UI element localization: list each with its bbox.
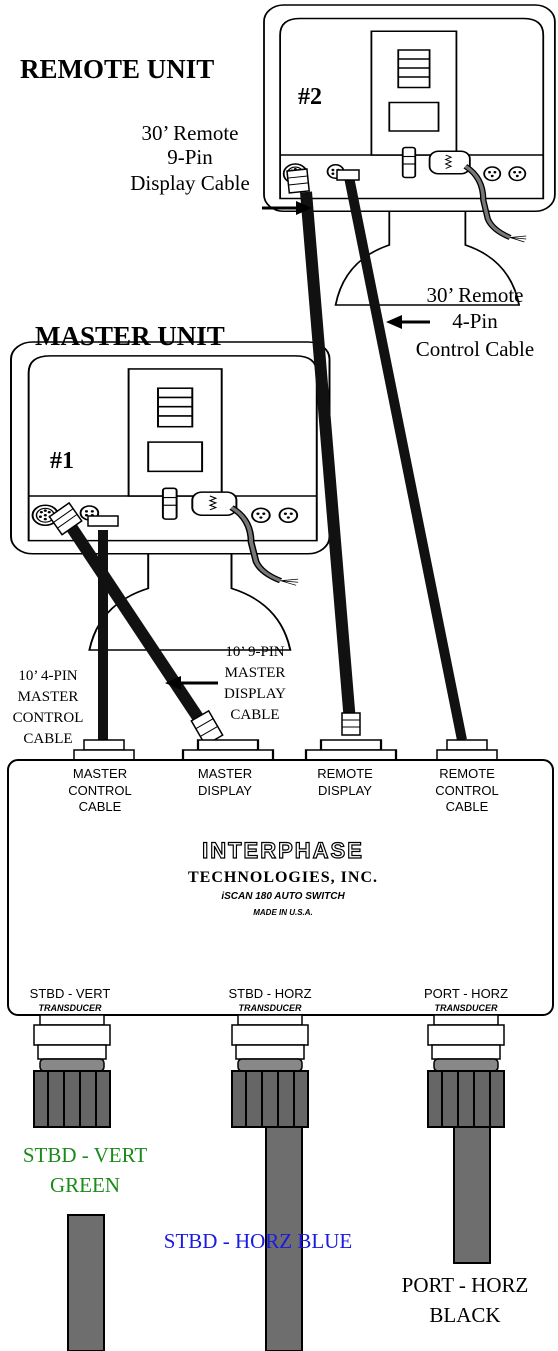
- remote-display-plug: [341, 712, 361, 736]
- master-9pin-line-3: DISPLAY: [224, 686, 286, 702]
- remote-4pin-plug: [336, 169, 360, 181]
- company-name: TECHNOLOGIES, INC.: [188, 869, 378, 886]
- remote-9pin-plug: [286, 168, 311, 194]
- brand-logo: INTERPHASE: [202, 838, 364, 863]
- bottom-port-labels: STBD - VERT STBD - HORZ PORT - HORZ TRAN…: [30, 986, 508, 1013]
- port-remote-display-line-2: DISPLAY: [318, 783, 372, 798]
- stbd-horz-label: STBD - HORZ BLUE: [164, 1229, 352, 1253]
- port-stbd-vert: STBD - VERT: [30, 986, 111, 1001]
- remote-4pin-label: 30’ Remote 4-Pin Control Cable: [416, 283, 534, 361]
- port-remote-control-line-1: REMOTE: [439, 766, 495, 781]
- model-name: iSCAN 180 AUTO SWITCH: [221, 891, 345, 902]
- remote-4pin-line-3: Control Cable: [416, 337, 534, 361]
- remote-9pin-line-1: 30’ Remote: [141, 121, 238, 145]
- master-9pin-label: 10’ 9-PIN MASTER DISPLAY CABLE: [224, 644, 286, 723]
- master-unit-title: MASTER UNIT: [35, 321, 225, 351]
- transducer-label-3: TRANSDUCER: [435, 1003, 499, 1013]
- port-remote-control-line-2: CONTROL: [435, 783, 499, 798]
- port-horz-gland: [427, 1014, 505, 1128]
- arrow-remote-4pin: [386, 315, 430, 329]
- master-9pin-plug: [48, 501, 83, 536]
- transducer-label-2: TRANSDUCER: [239, 1003, 303, 1013]
- master-4pin-label: 10’ 4-PIN MASTER CONTROL CABLE: [13, 668, 84, 747]
- remote-control-cable: [343, 171, 467, 741]
- remote-4pin-line-2: 4-Pin: [452, 309, 498, 333]
- remote-9pin-label: 30’ Remote 9-Pin Display Cable: [130, 121, 250, 195]
- remote-unit-title: REMOTE UNIT: [20, 54, 214, 84]
- top-port-labels: MASTER CONTROL CABLE MASTER DISPLAY REMO…: [68, 766, 499, 814]
- remote-9pin-line-3: Display Cable: [130, 171, 250, 195]
- port-master-control-line-1: MASTER: [73, 766, 127, 781]
- port-master-display-line-1: MASTER: [198, 766, 252, 781]
- port-horz-label-2: BLACK: [429, 1303, 500, 1327]
- master-4pin-line-2: MASTER: [18, 689, 79, 705]
- made-in-label: MADE IN U.S.A.: [253, 908, 313, 917]
- stbd-vert-cable: [67, 1214, 105, 1351]
- remote-control-port: [436, 739, 498, 761]
- stbd-horz-gland: [231, 1014, 309, 1128]
- master-4pin-line-1: 10’ 4-PIN: [18, 668, 77, 684]
- remote-4pin-line-1: 30’ Remote: [426, 283, 523, 307]
- port-remote-control-line-3: CABLE: [446, 799, 489, 814]
- master-9pin-line-1: 10’ 9-PIN: [225, 644, 284, 660]
- master-4pin-line-3: CONTROL: [13, 710, 84, 726]
- port-port-horz: PORT - HORZ: [424, 986, 508, 1001]
- port-master-display-line-2: DISPLAY: [198, 783, 252, 798]
- stbd-vert-label-2: GREEN: [50, 1173, 120, 1197]
- master-4pin-line-4: CABLE: [23, 731, 72, 747]
- master-display-port: [181, 738, 275, 762]
- master-unit-number: #1: [50, 448, 74, 474]
- stbd-vert-gland: [33, 1014, 111, 1128]
- stbd-horz-cable: [265, 1126, 303, 1351]
- stbd-vert-label-1: STBD - VERT: [23, 1143, 148, 1167]
- transducer-label-1: TRANSDUCER: [39, 1003, 103, 1013]
- master-9pin-line-4: CABLE: [230, 707, 279, 723]
- port-horz-cable: [453, 1126, 491, 1264]
- master-4pin-plug: [87, 515, 119, 527]
- port-master-control-line-3: CABLE: [79, 799, 122, 814]
- port-horz-label-1: PORT - HORZ: [402, 1273, 529, 1297]
- master-control-port: [73, 739, 135, 761]
- remote-display-cable: [300, 191, 356, 723]
- port-master-control-line-2: CONTROL: [68, 783, 132, 798]
- remote-unit-number: #2: [298, 84, 322, 110]
- master-9pin-line-2: MASTER: [225, 665, 286, 681]
- master-display-cable: [65, 521, 210, 732]
- arrow-master-9pin: [165, 676, 218, 690]
- remote-9pin-line-2: 9-Pin: [167, 145, 213, 169]
- arrow-remote-9pin: [262, 201, 312, 215]
- port-remote-display-line-1: REMOTE: [317, 766, 373, 781]
- master-unit-monitor: [11, 342, 330, 650]
- remote-display-port: [304, 738, 398, 762]
- port-stbd-horz: STBD - HORZ: [228, 986, 311, 1001]
